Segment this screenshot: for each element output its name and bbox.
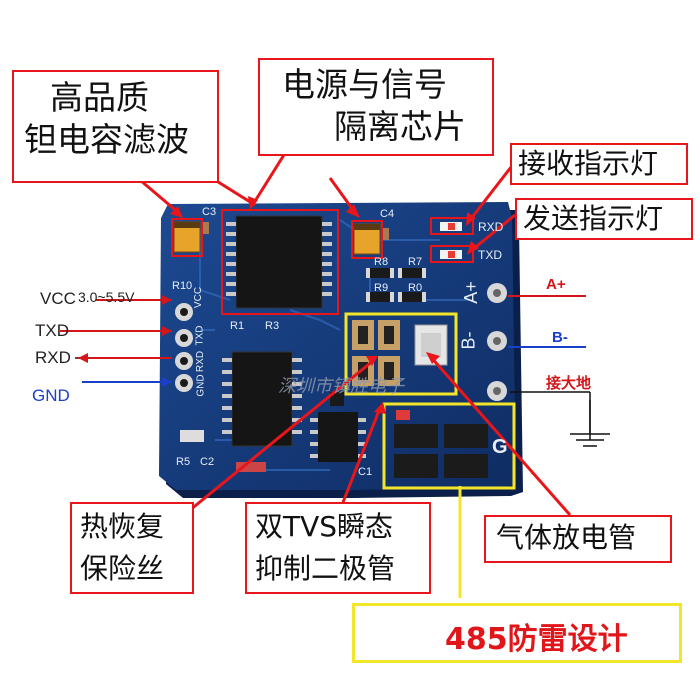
- silk-txd: TXD: [478, 248, 502, 262]
- pin-gnd-label: GND: [32, 386, 70, 405]
- silk-r8: R8: [374, 256, 389, 268]
- silk-r9: R9: [374, 282, 389, 294]
- pin-txd-label: TXD: [35, 321, 69, 340]
- isolation-chip: [235, 215, 323, 309]
- pin-vcc-label: VCC: [40, 289, 76, 308]
- silk-c2: C2: [200, 456, 215, 468]
- callout-tvs: 双TVS瞬态 抑制二极管: [245, 502, 431, 594]
- callout-fuse: 热恢复 保险丝: [70, 502, 194, 594]
- banner-text: 485防雷设计: [445, 622, 628, 657]
- silk-c1: C1: [358, 466, 373, 478]
- silk-c4: C4: [380, 208, 395, 220]
- callout-rx-led: 接收指示灯: [510, 143, 688, 185]
- silk-r0: R0: [408, 282, 423, 294]
- terminal-b-minus-label: B-: [552, 329, 568, 346]
- silk-gnd-v: GND: [195, 374, 207, 397]
- terminal-ground-label: 接大地: [546, 375, 592, 392]
- callout-gas-tube: 气体放电管: [484, 515, 672, 563]
- pin-vcc-range: 3.0~5.5V: [78, 289, 135, 305]
- watermark: 深圳市镇胜电子: [278, 376, 404, 397]
- lightning-protection-banner: 485防雷设计: [352, 603, 682, 663]
- pin-rxd-label: RXD: [35, 348, 71, 367]
- silk-rxd-v: RXD: [195, 350, 207, 373]
- silk-r3: R3: [265, 320, 280, 332]
- silk-r10: R10: [172, 280, 193, 292]
- silk-a-plus: A+: [460, 281, 481, 304]
- callout-tantalum: 高品质 钽电容滤波: [12, 70, 219, 183]
- silk-txd-v: TXD: [194, 325, 206, 346]
- callout-isolation: 电源与信号 隔离芯片: [258, 58, 494, 156]
- silk-rxd: RXD: [478, 220, 504, 234]
- callout-tx-led: 发送指示灯: [515, 198, 693, 240]
- silk-vcc: VCC: [193, 286, 205, 309]
- terminal-a-plus-label: A+: [546, 276, 566, 293]
- silk-b-minus: B-: [458, 331, 479, 350]
- silk-r5: R5: [176, 456, 191, 468]
- silk-g: G: [492, 436, 508, 458]
- silk-c3: C3: [202, 206, 217, 218]
- silk-r7: R7: [408, 256, 423, 268]
- silk-r1: R1: [230, 320, 245, 332]
